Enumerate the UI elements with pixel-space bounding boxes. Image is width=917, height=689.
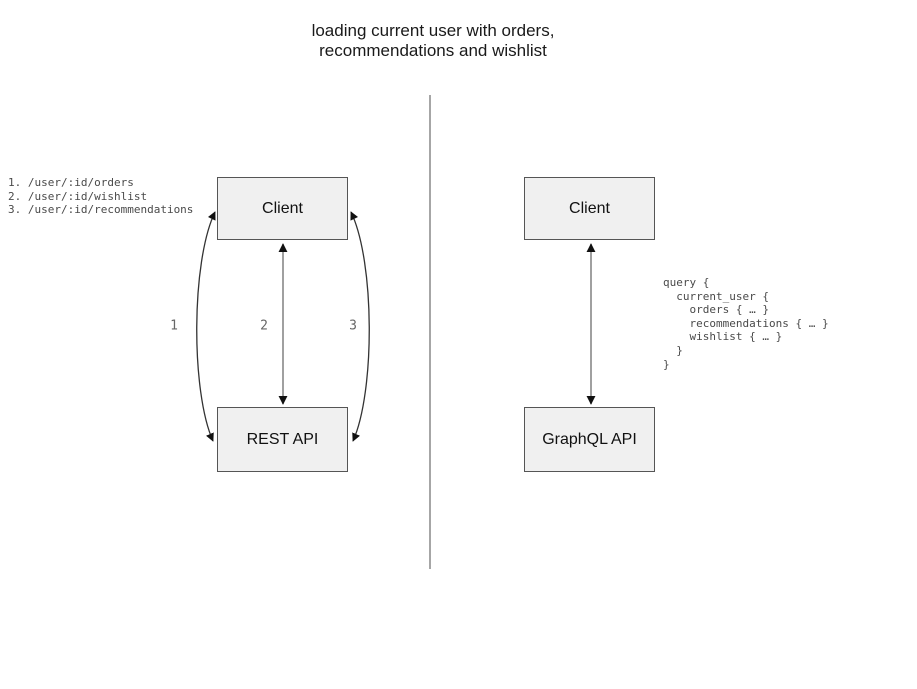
rest-endpoints-list: 1. /user/:id/orders 2. /user/:id/wishlis… bbox=[8, 176, 194, 217]
diagram-title: loading current user with orders, recomm… bbox=[311, 21, 555, 60]
graphql-client-node-label: Client bbox=[569, 199, 610, 217]
rest-arrow-3-curve bbox=[350, 211, 370, 442]
rest-api-node: REST API bbox=[217, 407, 348, 472]
arrow-label-1: 1 bbox=[170, 318, 178, 334]
graphql-api-node-label: GraphQL API bbox=[542, 430, 637, 448]
graphql-api-node: GraphQL API bbox=[524, 407, 655, 472]
arrow-label-3: 3 bbox=[349, 318, 357, 334]
arrow-label-2: 2 bbox=[260, 318, 268, 334]
rest-client-node: Client bbox=[217, 177, 348, 240]
graphql-client-node: Client bbox=[524, 177, 655, 240]
graphql-query-code: query { current_user { orders { … } reco… bbox=[663, 276, 829, 371]
rest-arrow-1-curve bbox=[196, 211, 216, 442]
rest-api-node-label: REST API bbox=[246, 430, 319, 448]
rest-client-node-label: Client bbox=[262, 199, 303, 217]
